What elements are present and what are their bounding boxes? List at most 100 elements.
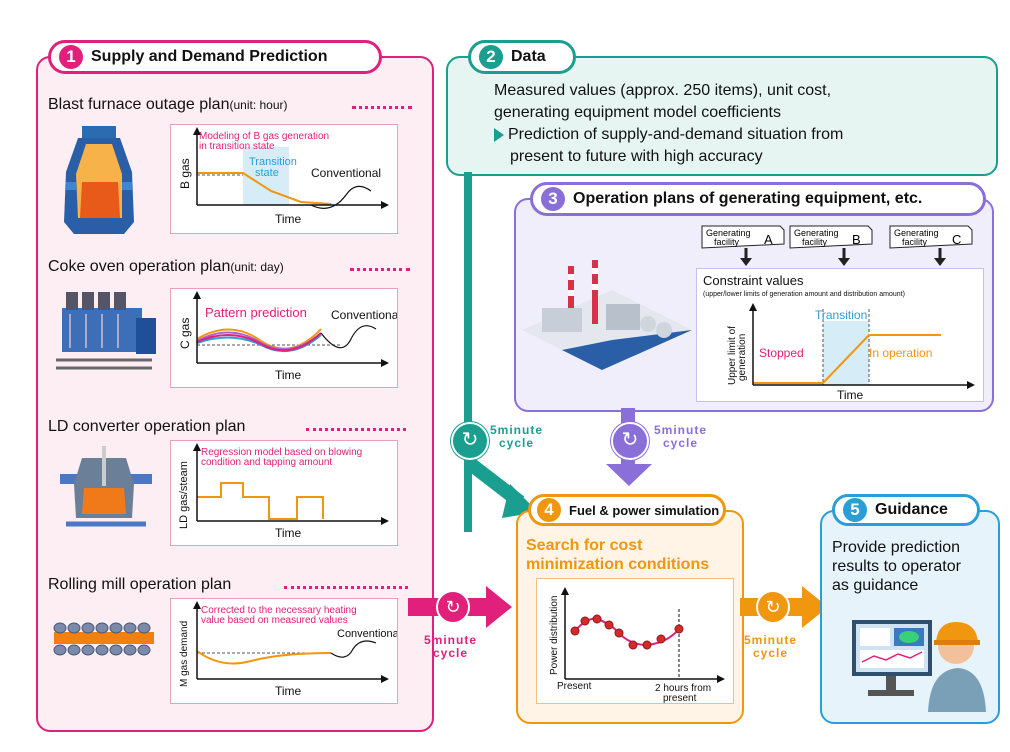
coke-oven-chart: Pattern prediction Conventional Time C g… bbox=[170, 288, 401, 388]
operator-illustration bbox=[852, 620, 986, 712]
blast-furnace-title: Blast furnace outage plan(unit: hour) bbox=[48, 96, 288, 113]
rolling-mill-illustration bbox=[53, 622, 154, 656]
ld-note-2: condition and tapping amount bbox=[201, 457, 332, 468]
power-distribution-chart: Present 2 hours from present Power distr… bbox=[536, 578, 734, 704]
purple-cycle-word2: cycle bbox=[662, 436, 699, 450]
coke-oven-title: Coke oven operation plan(unit: day) bbox=[48, 258, 284, 275]
rolling-x-label: Time bbox=[275, 684, 302, 698]
facility-b-word2: facility bbox=[802, 237, 828, 247]
facility-b-tag: Generating facility B bbox=[789, 225, 873, 266]
facility-a-word2: facility bbox=[714, 237, 740, 247]
ld-x-label: Time bbox=[275, 526, 302, 540]
pink-cycle-word2: cycle bbox=[432, 646, 469, 660]
coke-x-label: Time bbox=[275, 368, 302, 382]
rolling-conventional-label: Conventional bbox=[337, 628, 397, 640]
rolling-mill-chart: Corrected to the necessary heating value… bbox=[170, 598, 401, 704]
facility-b-word1: Generating bbox=[794, 228, 839, 238]
coke-conventional-label: Conventional bbox=[331, 308, 397, 322]
constraint-title: Constraint values bbox=[703, 273, 804, 288]
data-line-2: generating equipment model coefficients bbox=[494, 104, 781, 121]
operation-plans-header: 3 Operation plans of generating equipmen… bbox=[530, 182, 986, 216]
step-1-badge: 1 bbox=[59, 45, 83, 69]
facility-c-letter: C bbox=[952, 232, 961, 247]
blast-note-1: Modeling of B gas generation bbox=[199, 131, 329, 142]
arrow-right-icon bbox=[494, 128, 504, 142]
rolling-mill-title: Rolling mill operation plan bbox=[48, 576, 232, 593]
facility-c-word2: facility bbox=[902, 237, 928, 247]
guidance-line-1: Provide prediction bbox=[832, 539, 961, 556]
constraint-subtitle: (upper/lower limits of generation amount… bbox=[703, 291, 905, 298]
pink-cycle-word1: 5minute bbox=[424, 633, 478, 647]
orange-cycle-word1: 5minute bbox=[744, 633, 798, 647]
facility-c-word1: Generating bbox=[894, 228, 939, 238]
facility-a-word1: Generating bbox=[706, 228, 751, 238]
dotted-line bbox=[284, 586, 408, 589]
purple-cycle-word1: 5minute bbox=[654, 423, 708, 437]
rolling-mill-chart-svg: Corrected to the necessary heating value… bbox=[179, 601, 401, 698]
constraint-y-label-2: generation bbox=[737, 334, 748, 381]
coke-y-label: C gas bbox=[178, 318, 192, 349]
simulation-header: 4 Fuel & power simulation bbox=[528, 494, 726, 526]
generating-facility-tags: Generating facility A Generating facilit… bbox=[701, 225, 973, 266]
ld-converter-chart-svg: Regression model based on blowing condit… bbox=[178, 443, 389, 540]
guidance-description: Provide prediction results to operator a… bbox=[832, 538, 961, 595]
transition-label: Transition bbox=[815, 308, 867, 322]
guidance-title: Guidance bbox=[875, 501, 948, 518]
ld-y-label: LD gas/steam bbox=[178, 461, 190, 529]
rolling-note-2: value based on measured values bbox=[201, 615, 348, 626]
facility-c-tag: Generating facility C bbox=[889, 225, 973, 266]
blast-furnace-chart: Modeling of B gas generation in transiti… bbox=[170, 124, 398, 234]
data-header: 2 Data bbox=[468, 40, 576, 74]
rolling-note-1: Corrected to the necessary heating bbox=[201, 605, 357, 616]
data-description: Measured values (approx. 250 items), uni… bbox=[494, 80, 843, 168]
blast-furnace-chart-svg: Modeling of B gas generation in transiti… bbox=[178, 127, 389, 226]
data-title: Data bbox=[511, 48, 546, 65]
guidance-line-3: as guidance bbox=[832, 577, 919, 594]
dotted-line bbox=[306, 428, 406, 431]
supply-demand-header: 1 Supply and Demand Prediction bbox=[48, 40, 382, 74]
step-2-badge: 2 bbox=[479, 45, 503, 69]
simulation-subtitle: Search for cost minimization conditions bbox=[526, 536, 709, 574]
teal-cycle-word2: cycle bbox=[498, 436, 535, 450]
data-panel bbox=[446, 56, 998, 176]
refresh-icon: ↻ bbox=[451, 422, 489, 460]
present-label: Present bbox=[557, 681, 592, 692]
future-label-2: present bbox=[663, 693, 697, 703]
teal-cycle-word1: 5minute bbox=[490, 423, 544, 437]
guidance-line-2: results to operator bbox=[832, 558, 961, 575]
power-distribution-y-label: Power distribution bbox=[549, 596, 560, 675]
refresh-icon: ↻ bbox=[436, 590, 470, 624]
blast-x-label: Time bbox=[275, 212, 302, 226]
orange-cycle-word2: cycle bbox=[752, 646, 789, 660]
blast-y-label: B gas bbox=[178, 158, 192, 189]
simulation-subtitle-1: Search for cost bbox=[526, 537, 643, 554]
facility-b-letter: B bbox=[852, 232, 861, 247]
blast-conventional-label: Conventional bbox=[311, 166, 381, 180]
constraint-y-label-1: Upper limit of bbox=[727, 326, 738, 385]
blast-state-label: state bbox=[255, 167, 279, 179]
ld-converter-illustration bbox=[60, 446, 152, 527]
blast-transition-label: Transition bbox=[249, 156, 297, 168]
refresh-icon: ↻ bbox=[611, 422, 649, 460]
facility-a-tag: Generating facility A bbox=[701, 225, 785, 266]
operation-plans-title: Operation plans of generating equipment,… bbox=[573, 190, 923, 207]
ld-converter-chart: Regression model based on blowing condit… bbox=[170, 440, 398, 546]
stopped-label: Stopped bbox=[759, 346, 804, 360]
power-distribution-chart-svg: Present 2 hours from present Power distr… bbox=[549, 587, 725, 704]
refresh-icon: ↻ bbox=[756, 590, 790, 624]
dotted-line bbox=[352, 106, 412, 109]
ld-converter-title: LD converter operation plan bbox=[48, 418, 246, 435]
coke-oven-chart-svg: Pattern prediction Conventional Time C g… bbox=[178, 291, 401, 382]
constraint-chart-svg: Constraint values (upper/lower limits of… bbox=[703, 273, 975, 402]
blast-note-2: in transition state bbox=[199, 141, 275, 152]
future-label-1: 2 hours from bbox=[655, 683, 711, 694]
simulation-subtitle-2: minimization conditions bbox=[526, 556, 710, 573]
guidance-header: 5 Guidance bbox=[832, 494, 980, 526]
constraint-x-label: Time bbox=[837, 388, 864, 401]
data-line-3: Prediction of supply-and-demand situatio… bbox=[508, 126, 844, 143]
step-3-badge: 3 bbox=[541, 187, 565, 211]
data-line-1: Measured values (approx. 250 items), uni… bbox=[494, 82, 832, 99]
simulation-title: Fuel & power simulation bbox=[569, 502, 720, 518]
